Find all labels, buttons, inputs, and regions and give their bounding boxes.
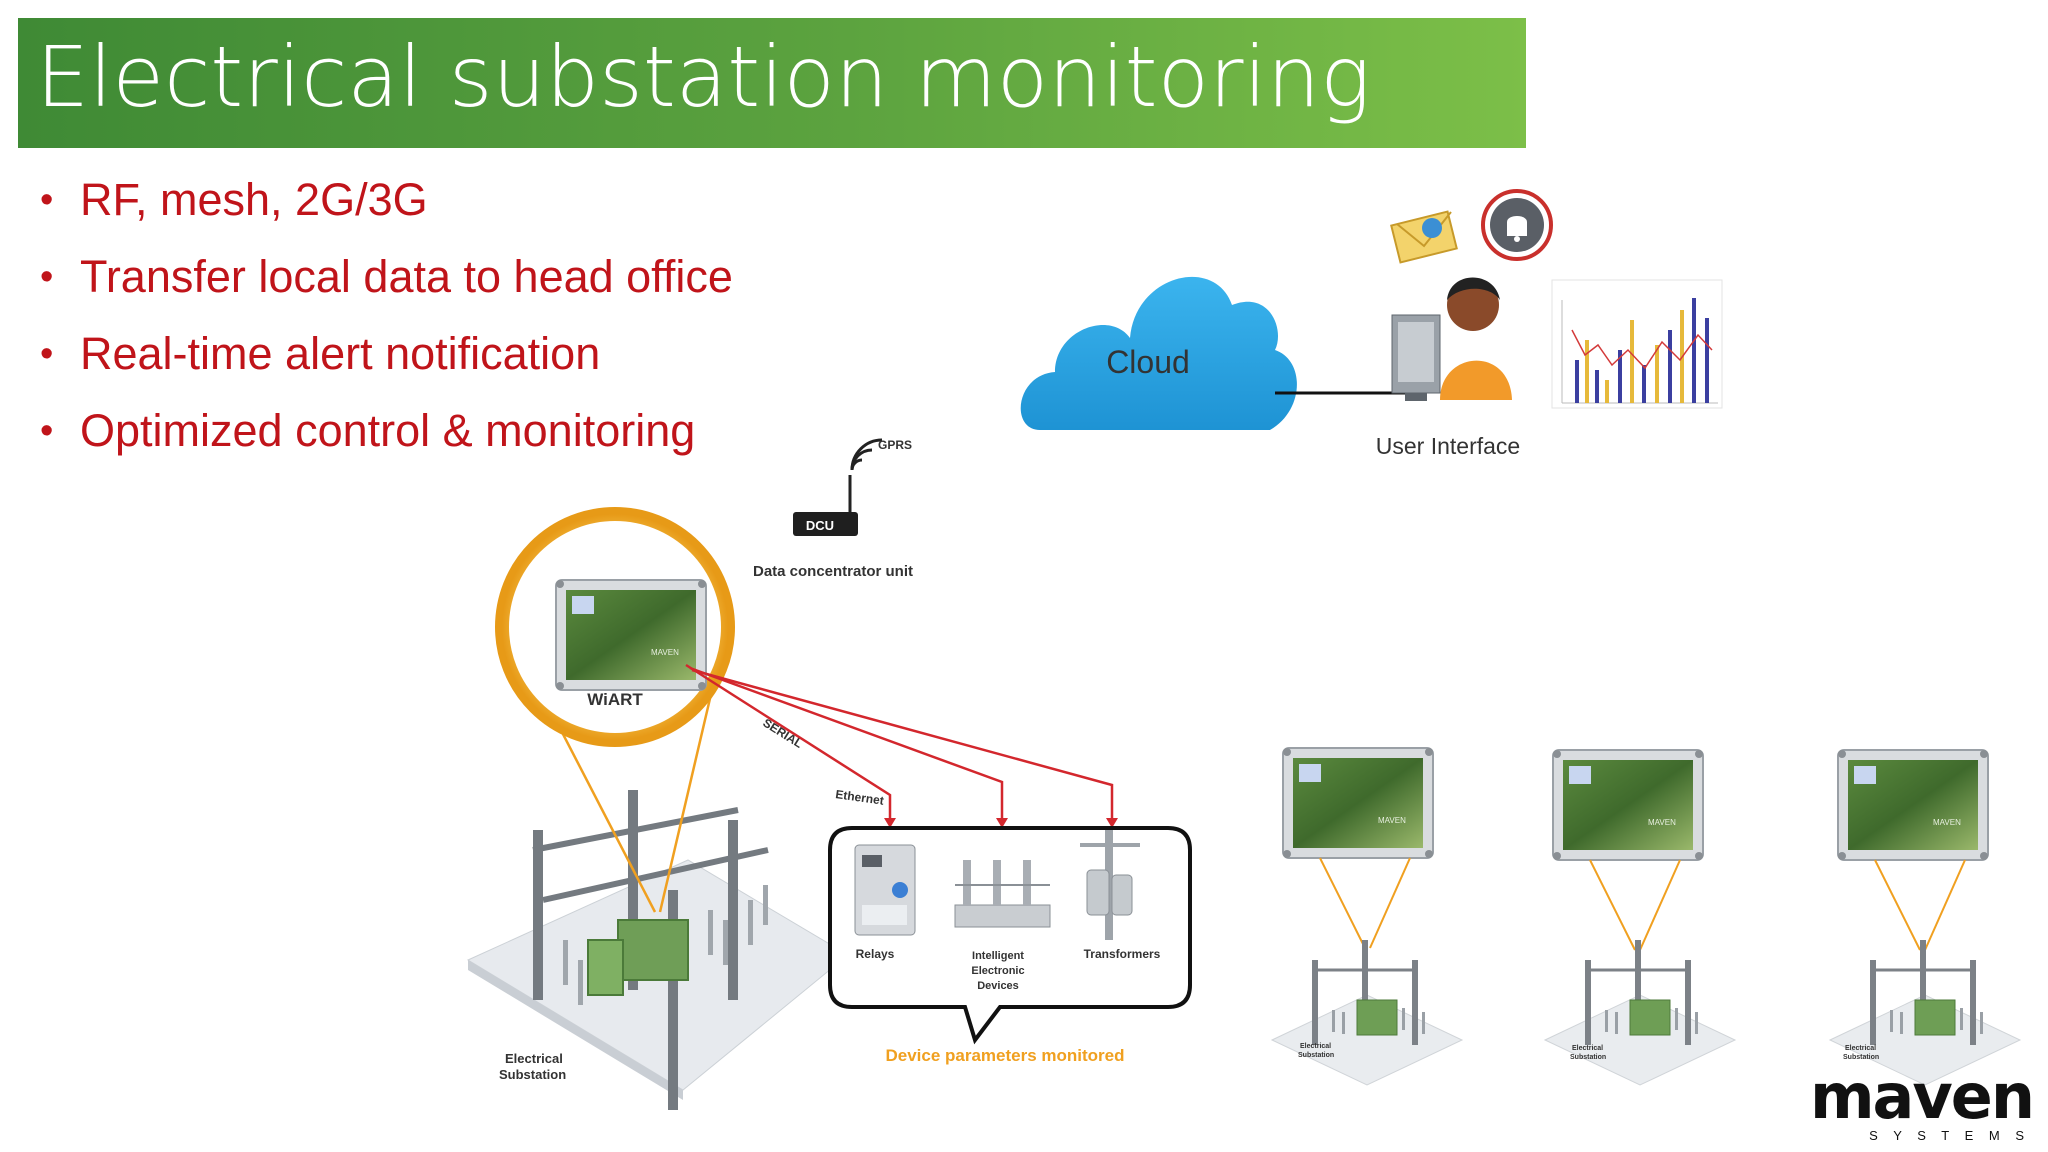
small-substation-label-line1: Electrical	[1300, 1043, 1331, 1050]
transformers-label: Transformers	[1084, 947, 1161, 961]
cloud-shape	[1020, 276, 1297, 430]
small-substation-label-line2: Substation	[1843, 1054, 1879, 1061]
dcu-badge: DCU	[806, 518, 834, 533]
ied-label-line3: Devices	[977, 980, 1019, 992]
bell-alert-icon	[1481, 189, 1553, 261]
ied-label-line2: Electronic	[971, 965, 1024, 977]
relay-device-icon	[854, 844, 916, 936]
transformer-device-icon	[1080, 830, 1140, 940]
wifi-signal-icon	[850, 438, 883, 471]
maven-logo-tagline: S Y S T E M S	[1869, 1128, 2030, 1143]
device-connection-lines	[685, 663, 1118, 828]
small-substation-label-line2: Substation	[1570, 1054, 1606, 1061]
email-icon	[1390, 210, 1458, 264]
bullet-item: Optimized control & monitoring	[40, 401, 733, 478]
wiart-label: WiART	[587, 690, 643, 709]
bullet-item: Real-time alert notification	[40, 324, 733, 401]
bullet-list: RF, mesh, 2G/3G Transfer local data to h…	[40, 170, 733, 478]
ethernet-label: Ethernet	[835, 787, 885, 808]
user-computer-icon	[1391, 277, 1512, 401]
substation-unit-1	[1270, 747, 1464, 1087]
page-title: Electrical substation monitoring	[36, 28, 1371, 126]
bullet-item: RF, mesh, 2G/3G	[40, 170, 733, 247]
small-substation-label-line1: Electrical	[1572, 1045, 1603, 1052]
ied-device-icon	[954, 860, 1051, 928]
small-substation-label-line2: Substation	[1298, 1052, 1334, 1059]
dcu-device	[793, 475, 858, 536]
wiart-device	[555, 579, 707, 691]
substation-unit-3	[1828, 749, 2022, 1087]
cloud-label: Cloud	[1106, 344, 1190, 380]
ied-label-line1: Intelligent	[972, 950, 1024, 962]
substation-label-line2: Substation	[499, 1067, 566, 1082]
relays-label: Relays	[856, 947, 895, 961]
small-substation-label-line1: Electrical	[1845, 1045, 1876, 1052]
electrical-substation-large	[466, 790, 849, 1110]
mini-chart-thumbnail	[1551, 279, 1723, 409]
serial-label: SERIAL	[760, 716, 805, 751]
title-banner: Electrical substation monitoring	[18, 18, 1526, 148]
maven-logo: maven	[1810, 1060, 2033, 1133]
bullet-item: Transfer local data to head office	[40, 247, 733, 324]
gprs-label: GPRS	[878, 438, 912, 452]
user-interface-label: User Interface	[1376, 433, 1520, 459]
device-params-label: Device parameters monitored	[885, 1046, 1124, 1065]
substation-unit-2	[1543, 749, 1737, 1087]
dcu-label: Data concentrator unit	[753, 563, 913, 580]
substation-label-line1: Electrical	[505, 1051, 563, 1066]
